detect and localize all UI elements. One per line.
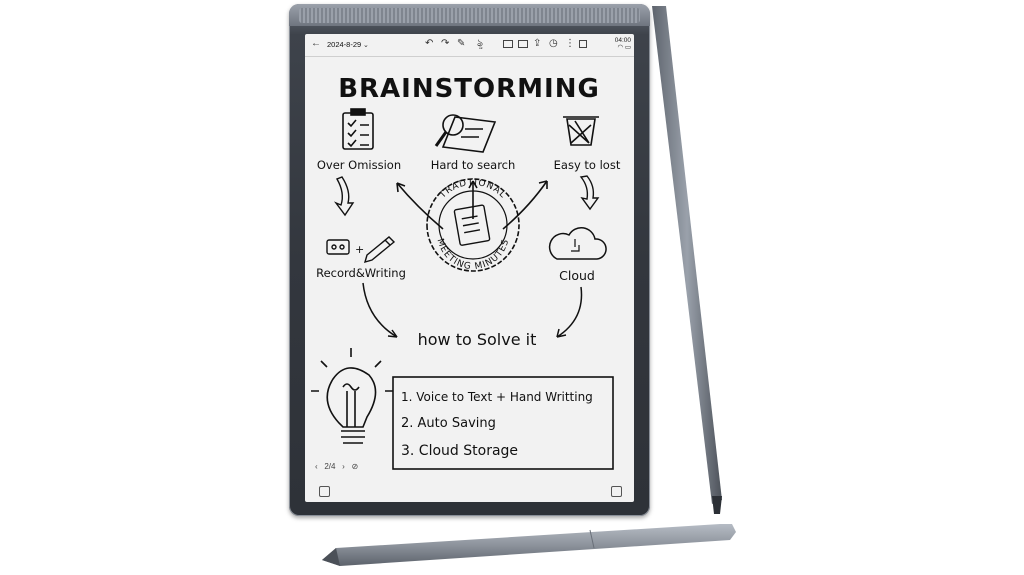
- layout-icon[interactable]: [319, 486, 330, 497]
- brush-icon[interactable]: ৡ: [477, 38, 484, 49]
- lock-icon[interactable]: ⊘: [351, 462, 359, 471]
- problem-label-3: Easy to lost: [554, 158, 621, 172]
- down-arrow-left-icon: [333, 176, 355, 217]
- problem-label-1: Over Omission: [317, 158, 401, 172]
- share-icon[interactable]: ⇪: [533, 38, 542, 49]
- clock-time: 04:00: [614, 37, 631, 44]
- plus-sign: +: [355, 243, 364, 256]
- pencil-icon: [363, 236, 396, 264]
- problem-label-2: Hard to search: [431, 158, 516, 172]
- solve-heading: how to Solve it: [418, 330, 537, 349]
- magnifier-icon: [434, 114, 497, 153]
- cloud-icon: [548, 227, 607, 260]
- clipboard-icon: [342, 108, 374, 150]
- prev-page-icon[interactable]: ‹: [315, 462, 318, 471]
- solve-arrows: [362, 282, 583, 338]
- speaker-grille: [299, 8, 640, 23]
- solution-item-3: 3. Cloud Storage: [401, 443, 518, 459]
- tablet-screen: ← 2024-8-29 ⌄ ↶ ↷ ✎ ৡ ⇪ ◷ ⋮ 04:00 ◠ ▭ BR…: [305, 34, 634, 502]
- remedy-label-1: Record&Writing: [316, 266, 406, 280]
- connector-arrows: [396, 180, 548, 230]
- redo-icon[interactable]: ↷: [441, 38, 450, 49]
- pen-icon[interactable]: ✎: [457, 38, 466, 49]
- status-clock: 04:00 ◠ ▭: [615, 37, 631, 51]
- down-arrow-right-icon: [579, 175, 600, 211]
- solutions-box: [392, 376, 614, 470]
- toolbar-divider: [305, 56, 634, 57]
- page-indicator: 2/4: [324, 462, 336, 471]
- next-page-icon[interactable]: ›: [342, 462, 345, 471]
- history-icon[interactable]: ◷: [549, 38, 558, 49]
- note-canvas: BRAINSTORMING Over Omis: [311, 74, 621, 470]
- note-date[interactable]: 2024-8-29: [327, 40, 362, 49]
- trash-icon: [563, 116, 599, 146]
- lightbulb-icon: [311, 348, 393, 444]
- e-ink-tablet: ← 2024-8-29 ⌄ ↶ ↷ ✎ ৡ ⇪ ◷ ⋮ 04:00 ◠ ▭ BR…: [289, 4, 650, 516]
- note-title: BRAINSTORMING: [338, 74, 600, 104]
- expand-icon[interactable]: [611, 486, 622, 497]
- wifi-icon: ◠ ▭: [617, 44, 631, 51]
- cassette-icon: [326, 239, 350, 255]
- note-toolbar: ← 2024-8-29 ⌄ ↶ ↷ ✎ ৡ ⇪ ◷ ⋮ 04:00 ◠ ▭: [305, 34, 634, 56]
- undo-icon[interactable]: ↶: [425, 38, 434, 49]
- remedy-label-2: Cloud: [559, 268, 595, 283]
- layers-icon[interactable]: [579, 40, 587, 48]
- page-navigator: ‹ 2/4 › ⊘: [315, 462, 358, 471]
- back-arrow-icon[interactable]: ←: [311, 38, 321, 49]
- more-icon[interactable]: ⋮: [565, 38, 575, 49]
- text-box-icon[interactable]: [503, 40, 513, 48]
- solution-item-1: 1. Voice to Text + Hand Writting: [401, 390, 593, 404]
- solution-item-2: 2. Auto Saving: [401, 416, 496, 431]
- document-icon: [453, 204, 491, 246]
- image-icon[interactable]: [518, 40, 528, 48]
- chevron-down-icon[interactable]: ⌄: [363, 42, 369, 49]
